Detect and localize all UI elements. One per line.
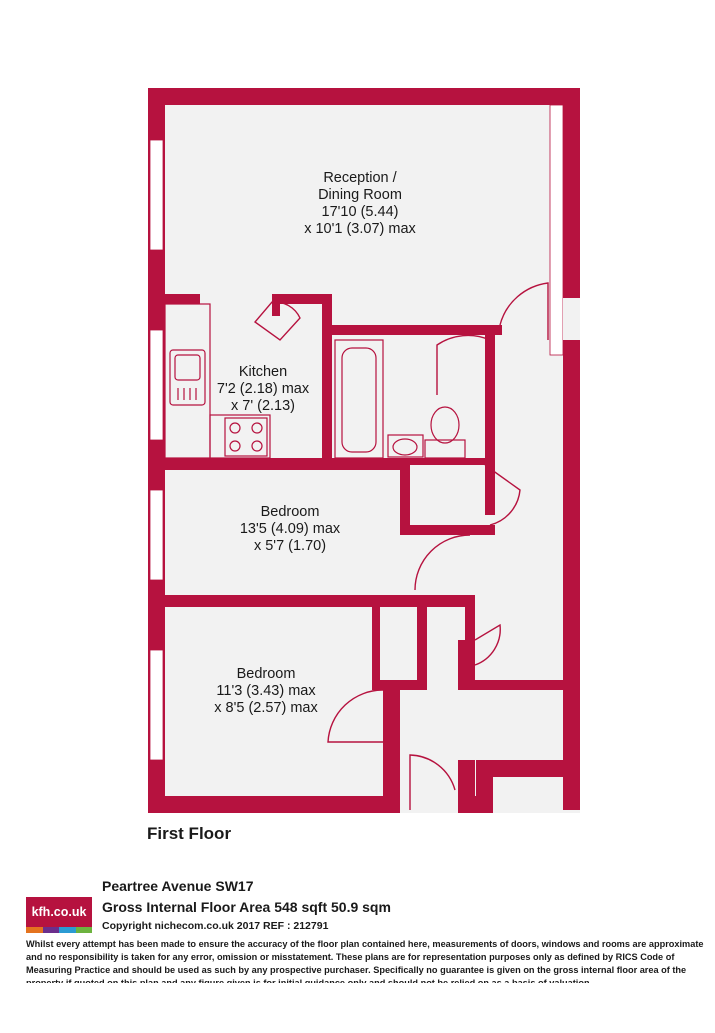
- kitchen-dim-line2: x 7' (2.13): [230, 398, 296, 414]
- bedroom1-dim-line1: 13'5 (4.09) max: [239, 521, 341, 537]
- floor-area-text: Gross Internal Floor Area 548 sqft 50.9 …: [102, 899, 391, 915]
- reception-name-line2: Dining Room: [318, 187, 402, 203]
- bathroom-fixtures: [334, 339, 466, 459]
- door-swings: [253, 282, 549, 810]
- bedroom2-dim-line1: 11'3 (3.43) max: [216, 683, 316, 699]
- kfh-logo: kfh.co.uk: [26, 897, 92, 933]
- bedroom2-name: Bedroom: [236, 666, 296, 682]
- property-address: Peartree Avenue SW17: [102, 878, 254, 894]
- floor-area: [148, 88, 580, 813]
- logo-bar-blue: [59, 927, 76, 933]
- copyright-text: Copyright nichecom.co.uk 2017 REF : 2127…: [102, 920, 329, 932]
- bedroom1-name: Bedroom: [260, 504, 320, 520]
- logo-bar-orange: [26, 927, 43, 933]
- logo-bar-purple: [42, 927, 59, 933]
- reception-name-line1: Reception /: [323, 170, 397, 186]
- walls: [148, 88, 580, 813]
- bedroom2-dim-line2: x 8'5 (2.57) max: [214, 700, 318, 716]
- windows: [149, 104, 564, 761]
- reception-label: Reception / Dining Room 17'10 (5.44) x 1…: [270, 170, 450, 238]
- bedroom1-dim-line2: x 5'7 (1.70): [253, 538, 327, 554]
- kitchen-name: Kitchen: [238, 364, 288, 380]
- kitchen-label: Kitchen 7'2 (2.18) max x 7' (2.13): [198, 364, 328, 415]
- bedroom2-label: Bedroom 11'3 (3.43) max x 8'5 (2.57) max: [176, 666, 356, 717]
- reception-dim-line2: x 10'1 (3.07) max: [304, 221, 416, 237]
- kitchen-fixtures: [164, 303, 271, 459]
- disclaimer-text: Whilst every attempt has been made to en…: [26, 939, 704, 983]
- logo-text: kfh.co.uk: [26, 897, 92, 927]
- bedroom1-label: Bedroom 13'5 (4.09) max x 5'7 (1.70): [200, 504, 380, 555]
- floor-title: First Floor: [147, 824, 232, 843]
- logo-bar-green: [75, 927, 92, 933]
- reception-dim-line1: 17'10 (5.44): [321, 204, 399, 220]
- kitchen-dim-line1: 7'2 (2.18) max: [216, 381, 310, 397]
